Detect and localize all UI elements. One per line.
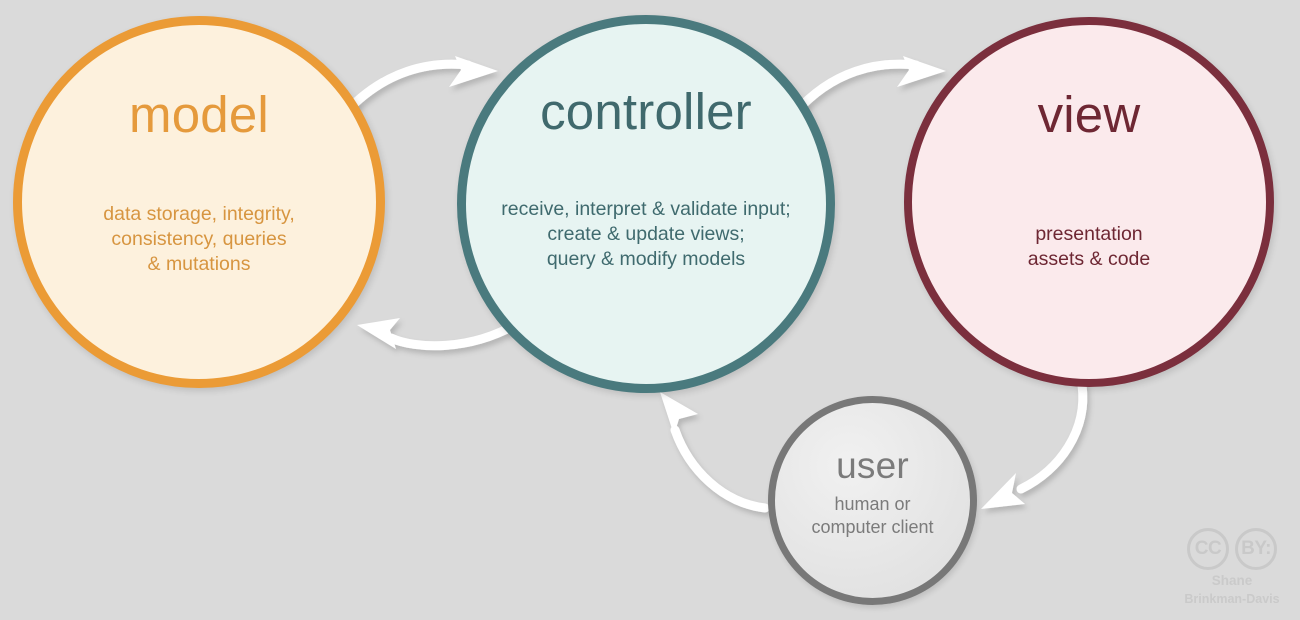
arrow-model-to-controller xyxy=(340,56,498,118)
node-model-desc-line: consistency, queries xyxy=(111,227,287,250)
node-view-title: view xyxy=(1037,86,1141,143)
node-controller-description: receive, interpret & validate input; cre… xyxy=(501,197,790,272)
node-user-desc-line: human or xyxy=(834,494,911,514)
node-view[interactable]: view presentation assets & code xyxy=(904,17,1274,387)
node-model-desc-line: data storage, integrity, xyxy=(103,203,295,225)
node-controller-desc-line: receive, interpret & validate input; xyxy=(501,198,791,220)
node-controller-desc-line: query & modify models xyxy=(546,247,746,270)
node-user[interactable]: user human or computer client xyxy=(768,396,977,605)
creative-commons-icon: CC xyxy=(1187,528,1229,570)
node-user-desc-line: computer client xyxy=(811,517,934,538)
node-controller-desc-line: create & update views; xyxy=(547,222,745,245)
arrow-controller-to-view xyxy=(790,56,946,118)
arrow-controller-to-model xyxy=(357,317,525,351)
author-name-line-1: Shane xyxy=(1211,573,1253,588)
cc-marks: CC BY: xyxy=(1187,528,1277,570)
node-model[interactable]: model data storage, integrity, consisten… xyxy=(13,16,385,388)
arrow-user-to-controller xyxy=(660,392,770,513)
node-user-title: user xyxy=(836,445,909,486)
creative-commons-attribution: CC BY: Shane Brinkman-Davis xyxy=(1176,528,1288,607)
node-user-description: human or computer client xyxy=(811,493,933,539)
author-name-line-2: Brinkman-Davis xyxy=(1184,591,1280,606)
node-model-description: data storage, integrity, consistency, qu… xyxy=(103,202,295,277)
node-view-description: presentation assets & code xyxy=(1028,222,1150,272)
node-controller[interactable]: controller receive, interpret & validate… xyxy=(457,15,835,393)
attribution-by-icon: BY: xyxy=(1235,528,1277,570)
arrow-view-to-user xyxy=(981,380,1088,509)
node-view-desc-line: assets & code xyxy=(1027,247,1151,270)
node-model-desc-line: & mutations xyxy=(147,252,251,275)
node-controller-title: controller xyxy=(540,83,752,140)
node-model-title: model xyxy=(129,86,269,143)
node-view-desc-line: presentation xyxy=(1035,223,1143,245)
